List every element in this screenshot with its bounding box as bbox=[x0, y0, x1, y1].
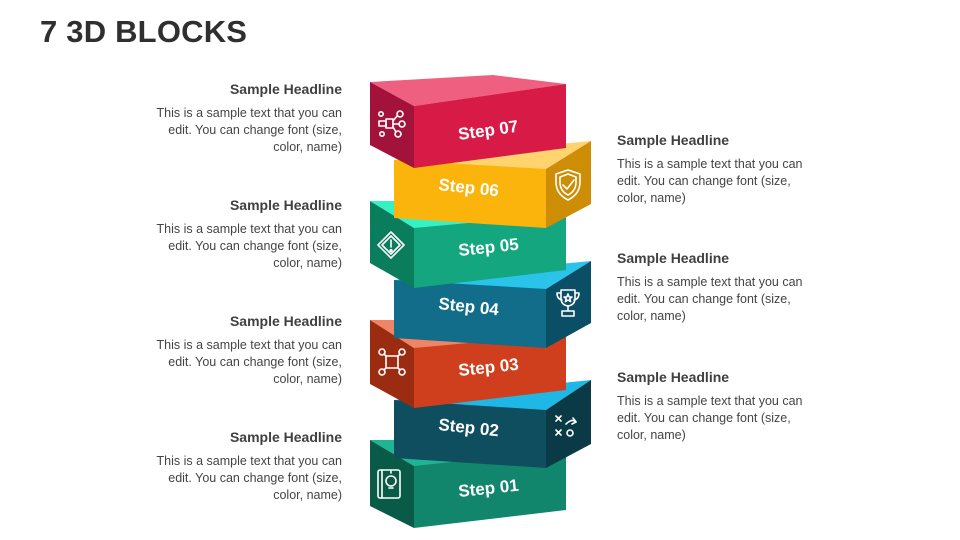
callout-body: This is a sample text that you can edit.… bbox=[156, 106, 342, 154]
block-front-face bbox=[394, 280, 546, 348]
book-idea-icon bbox=[377, 469, 401, 499]
marketing-network-icon bbox=[377, 110, 406, 138]
callout-body: This is a sample text that you can edit.… bbox=[617, 275, 803, 323]
callout-right-2: Sample Headline This is a sample text th… bbox=[617, 250, 817, 325]
strategy-play-icon bbox=[555, 415, 577, 437]
callout-left-2: Sample Headline This is a sample text th… bbox=[142, 197, 342, 272]
shield-check-icon bbox=[555, 169, 581, 201]
block-side-face bbox=[370, 201, 414, 288]
block-front-face bbox=[414, 334, 566, 408]
block-top-face bbox=[370, 75, 566, 106]
callout-left-1: Sample Headline This is a sample text th… bbox=[142, 81, 342, 156]
callout-headline: Sample Headline bbox=[617, 369, 730, 385]
block-side-face bbox=[546, 261, 591, 348]
warning-sign-icon bbox=[377, 231, 405, 259]
callout-left-4: Sample Headline This is a sample text th… bbox=[142, 429, 342, 504]
trophy-icon bbox=[556, 289, 580, 317]
block-side-face bbox=[370, 320, 414, 408]
callout-body: This is a sample text that you can edit.… bbox=[156, 338, 342, 386]
callout-headline: Sample Headline bbox=[229, 429, 342, 445]
team-collaboration-icon bbox=[378, 348, 406, 376]
block-front-face bbox=[414, 214, 566, 288]
callout-body: This is a sample text that you can edit.… bbox=[617, 394, 803, 442]
block-front-face bbox=[414, 450, 566, 528]
callout-right-1: Sample Headline This is a sample text th… bbox=[617, 132, 817, 207]
callout-body: This is a sample text that you can edit.… bbox=[156, 454, 342, 502]
block-side-face bbox=[546, 141, 591, 228]
callout-body: This is a sample text that you can edit.… bbox=[156, 222, 342, 270]
callout-right-3: Sample Headline This is a sample text th… bbox=[617, 369, 817, 444]
block-step-07: Step 07 bbox=[370, 75, 566, 168]
callout-headline: Sample Headline bbox=[617, 250, 730, 266]
callout-headline: Sample Headline bbox=[229, 197, 342, 213]
block-front-face bbox=[394, 160, 546, 228]
block-side-face bbox=[370, 82, 414, 168]
slide-title: 7 3D BLOCKS bbox=[40, 14, 248, 49]
callout-left-3: Sample Headline This is a sample text th… bbox=[142, 313, 342, 388]
callout-headline: Sample Headline bbox=[229, 313, 342, 329]
block-side-face bbox=[370, 440, 414, 528]
block-front-face bbox=[394, 400, 546, 468]
block-side-face bbox=[546, 380, 591, 468]
block-front-face bbox=[414, 84, 566, 168]
callout-body: This is a sample text that you can edit.… bbox=[617, 157, 803, 205]
callout-headline: Sample Headline bbox=[229, 81, 342, 97]
callout-headline: Sample Headline bbox=[617, 132, 730, 148]
